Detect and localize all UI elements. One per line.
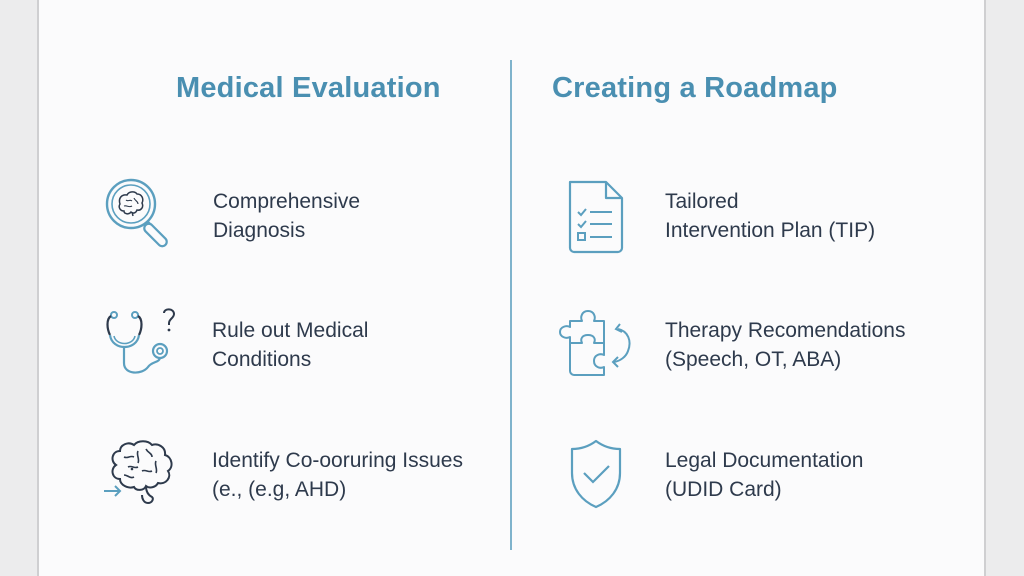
stethoscope-question-icon [102, 305, 182, 385]
item-label-line2: Diagnosis [213, 219, 306, 242]
list-item-rule-out-conditions: Rule out Medical Conditions [102, 305, 368, 385]
item-label: Tailored Intervention Plan (TIP) [665, 187, 875, 245]
shield-check-icon [556, 435, 636, 515]
item-label-line2: (UDID Card) [665, 478, 782, 501]
column-divider [510, 60, 512, 550]
medical-evaluation-heading: Medical Evaluation [176, 72, 441, 104]
item-label: Legal Documentation (UDID Card) [665, 446, 863, 504]
item-label-line1: Therapy Recomendations [665, 319, 906, 342]
item-label: Therapy Recomendations (Speech, OT, ABA) [665, 316, 905, 374]
item-label: Comprehensive Diagnosis [213, 187, 360, 245]
list-item-therapy-recommendations: Therapy Recomendations (Speech, OT, ABA) [556, 305, 905, 385]
item-label-line2: (Speech, OT, ABA) [665, 348, 842, 371]
item-label-line1: Identify Co-ooruring Issues [212, 449, 463, 472]
item-label-line2: (e., (e.g, AHD) [212, 478, 347, 501]
item-label-line1: Tailored [665, 190, 739, 213]
list-item-legal-documentation: Legal Documentation (UDID Card) [556, 435, 863, 515]
brain-arrow-icon [102, 435, 182, 515]
item-label-line1: Rule out Medical [212, 319, 369, 342]
puzzle-cycle-icon [556, 305, 636, 385]
item-label-line1: Legal Documentation [665, 449, 864, 472]
list-item-tailored-plan: Tailored Intervention Plan (TIP) [556, 176, 875, 256]
item-label-line2: Conditions [212, 348, 312, 371]
item-label: Rule out Medical Conditions [212, 316, 368, 374]
item-label-line2: Intervention Plan (TIP) [665, 219, 876, 242]
checklist-document-icon [556, 176, 636, 256]
creating-roadmap-heading: Creating a Roadmap [552, 72, 838, 104]
magnifier-brain-icon [102, 176, 182, 256]
item-label-line1: Comprehensive [213, 190, 361, 213]
list-item-identify-issues: Identify Co-ooruring Issues (e., (e.g, A… [102, 435, 463, 515]
item-label: Identify Co-ooruring Issues (e., (e.g, A… [212, 446, 463, 504]
list-item-comprehensive-diagnosis: Comprehensive Diagnosis [102, 176, 360, 256]
